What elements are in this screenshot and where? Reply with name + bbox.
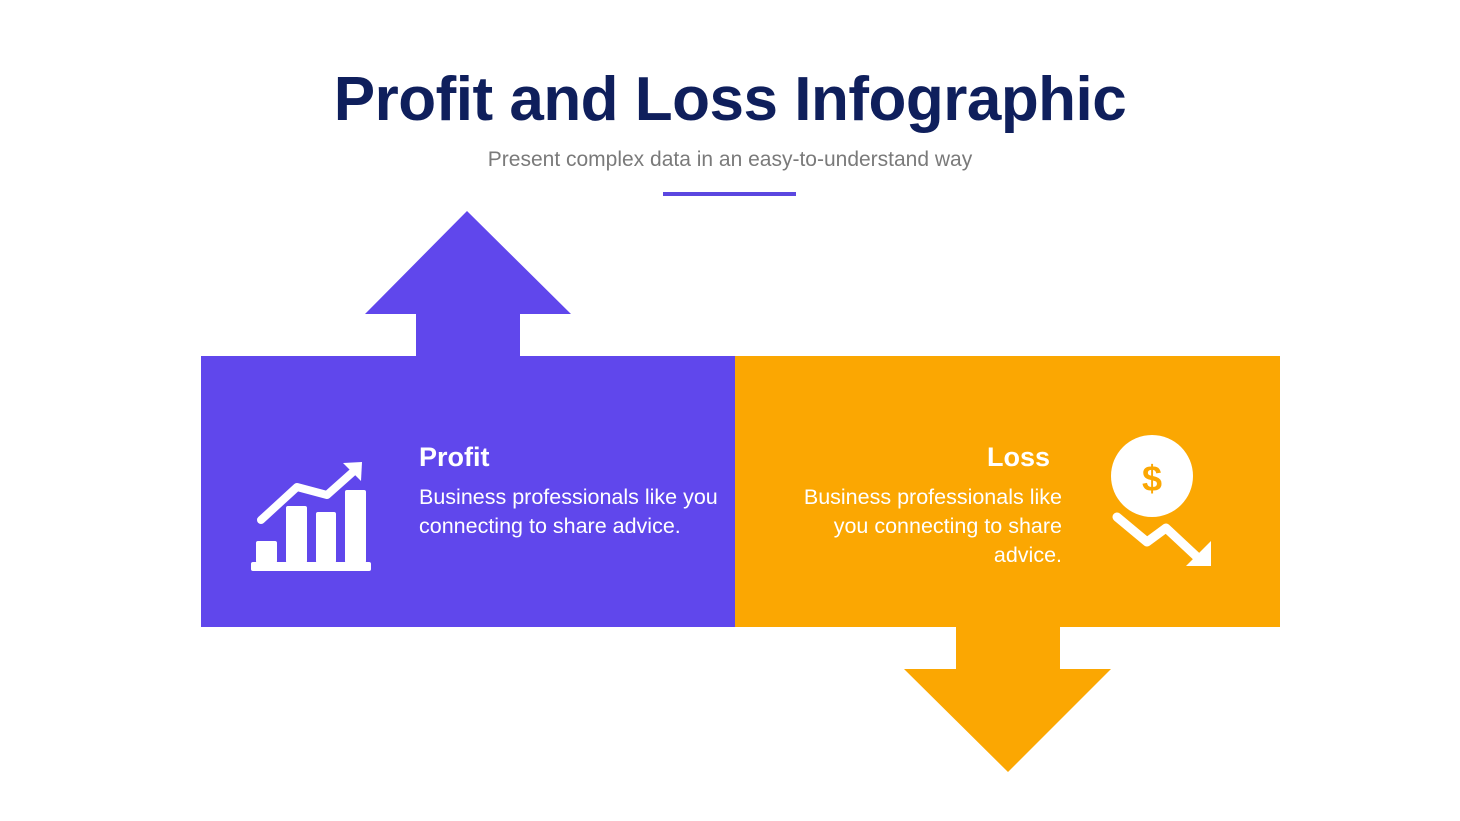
page-subtitle: Present complex data in an easy-to-under… (487, 148, 973, 171)
dollar-trend-down-icon: $ (1111, 435, 1211, 566)
page-title: Profit and Loss Infographic (333, 65, 1127, 134)
dollar-sign: $ (1142, 458, 1162, 499)
profit-description: Business professionals like you connecti… (419, 485, 718, 538)
profit-up-arrow (365, 211, 571, 357)
loss-down-arrow (904, 626, 1111, 772)
profit-title: Profit (419, 442, 490, 472)
loss-description: Business professionals like you connecti… (803, 485, 1062, 567)
loss-text-block: Loss Business professionals like you con… (790, 440, 1062, 570)
title-divider (663, 192, 796, 196)
loss-title: Loss (986, 442, 1050, 472)
profit-text-block: Profit Business professionals like you c… (419, 440, 719, 541)
bar-chart-trend-up-icon (251, 462, 371, 571)
